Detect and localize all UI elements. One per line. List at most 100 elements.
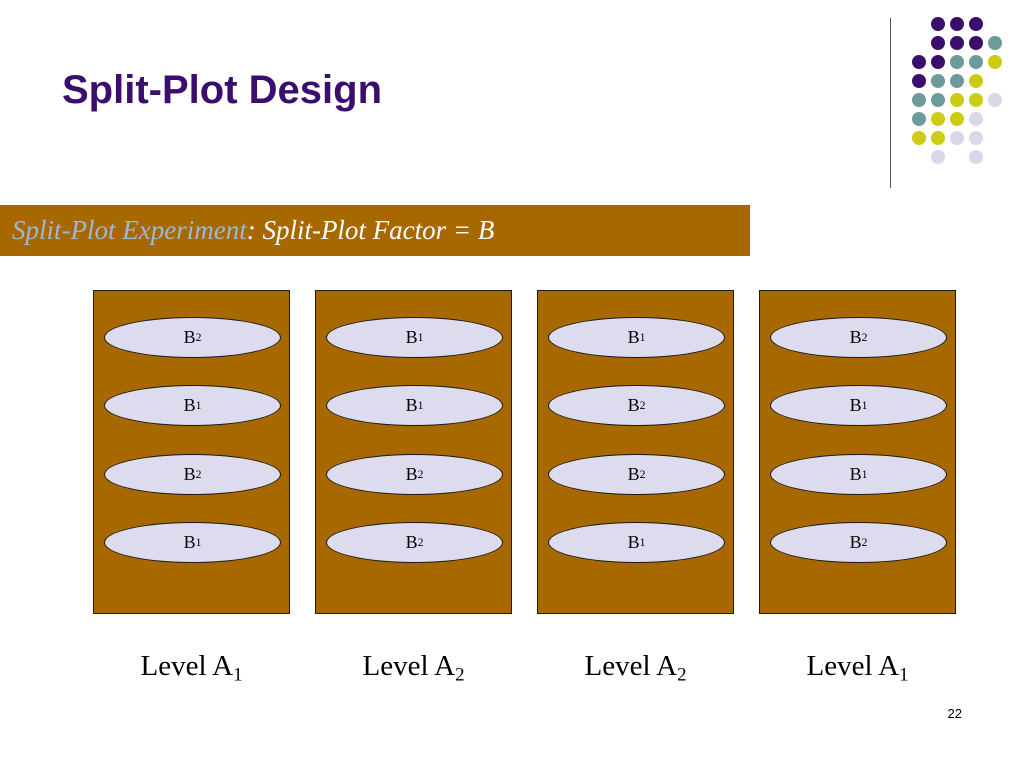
subplot-label-subscript: 2 bbox=[861, 536, 868, 549]
decorative-dot bbox=[912, 74, 926, 88]
subplot-label-base: B bbox=[627, 464, 640, 484]
subplot-label-base: B bbox=[849, 327, 862, 347]
decorative-divider-line bbox=[890, 18, 891, 188]
decorative-dot bbox=[950, 131, 964, 145]
level-label-base: Level A bbox=[362, 650, 456, 682]
page-number: 22 bbox=[947, 706, 962, 721]
level-label: Level A2 bbox=[315, 650, 512, 687]
level-label-base: Level A bbox=[806, 650, 900, 682]
subplot-label-subscript: 2 bbox=[195, 331, 202, 344]
decorative-dot bbox=[931, 93, 945, 107]
subplot-label-base: B bbox=[183, 464, 196, 484]
subplot-label-subscript: 1 bbox=[861, 468, 868, 481]
subplot-label-base: B bbox=[627, 395, 640, 415]
decorative-dot bbox=[969, 74, 983, 88]
subplot-label-subscript: 1 bbox=[417, 399, 424, 412]
subplot-label-base: B bbox=[405, 464, 418, 484]
level-label-subscript: 2 bbox=[455, 664, 465, 686]
level-label: Level A1 bbox=[759, 650, 956, 687]
decorative-dot bbox=[950, 36, 964, 50]
decorative-dot bbox=[969, 55, 983, 69]
decorative-dot bbox=[912, 131, 926, 145]
decorative-dot bbox=[969, 36, 983, 50]
decorative-dot bbox=[931, 55, 945, 69]
subplot-label-base: B bbox=[627, 532, 640, 552]
decorative-dot bbox=[969, 17, 983, 31]
level-label-subscript: 1 bbox=[899, 664, 909, 686]
decorative-dot-grid bbox=[912, 17, 1002, 164]
subplot-label-base: B bbox=[405, 327, 418, 347]
decorative-dot bbox=[969, 93, 983, 107]
subplot-label-subscript: 1 bbox=[861, 399, 868, 412]
decorative-dot bbox=[950, 74, 964, 88]
decorative-dot bbox=[969, 131, 983, 145]
level-label: Level A2 bbox=[537, 650, 734, 687]
decorative-dot bbox=[912, 93, 926, 107]
subplot-label-base: B bbox=[183, 532, 196, 552]
subplot-label-base: B bbox=[627, 327, 640, 347]
subplot-label-base: B bbox=[405, 395, 418, 415]
banner: Split-Plot Experiment : Split-Plot Facto… bbox=[0, 205, 750, 256]
level-label-base: Level A bbox=[584, 650, 678, 682]
banner-highlight: Split-Plot Experiment bbox=[12, 215, 247, 245]
subplot-label-subscript: 2 bbox=[639, 399, 646, 412]
subplot-label-subscript: 2 bbox=[417, 536, 424, 549]
decorative-dot bbox=[969, 112, 983, 126]
decorative-dot bbox=[912, 55, 926, 69]
decorative-dot bbox=[950, 93, 964, 107]
banner-text: : Split-Plot Factor = B bbox=[246, 215, 495, 245]
subplot-label-subscript: 1 bbox=[639, 331, 646, 344]
decorative-dot bbox=[988, 36, 1002, 50]
subplot-label-base: B bbox=[183, 395, 196, 415]
decorative-dot bbox=[931, 17, 945, 31]
subplot-label-base: B bbox=[849, 532, 862, 552]
subplot-label-base: B bbox=[183, 327, 196, 347]
decorative-dot bbox=[950, 17, 964, 31]
decorative-dot bbox=[931, 36, 945, 50]
decorative-dot bbox=[969, 150, 983, 164]
subplot-label-subscript: 2 bbox=[195, 468, 202, 481]
subplot-label-subscript: 1 bbox=[195, 536, 202, 549]
subplot-label-subscript: 1 bbox=[639, 536, 646, 549]
subplot-label-subscript: 1 bbox=[417, 331, 424, 344]
decorative-dot bbox=[912, 112, 926, 126]
slide-title: Split-Plot Design bbox=[62, 68, 382, 112]
subplot-label-base: B bbox=[405, 532, 418, 552]
subplot-label-subscript: 1 bbox=[195, 399, 202, 412]
subplot-label-subscript: 2 bbox=[861, 331, 868, 344]
decorative-dot bbox=[988, 93, 1002, 107]
subplot-label-base: B bbox=[849, 395, 862, 415]
decorative-dot bbox=[988, 55, 1002, 69]
level-label: Level A1 bbox=[93, 650, 290, 687]
level-label-subscript: 1 bbox=[233, 664, 243, 686]
level-label-subscript: 2 bbox=[677, 664, 687, 686]
decorative-dot bbox=[950, 112, 964, 126]
subplot-label-subscript: 2 bbox=[639, 468, 646, 481]
decorative-dot bbox=[931, 131, 945, 145]
decorative-dot bbox=[931, 150, 945, 164]
subplot-label-subscript: 2 bbox=[417, 468, 424, 481]
subplot-label-base: B bbox=[849, 464, 862, 484]
decorative-dot bbox=[931, 74, 945, 88]
level-label-base: Level A bbox=[140, 650, 234, 682]
